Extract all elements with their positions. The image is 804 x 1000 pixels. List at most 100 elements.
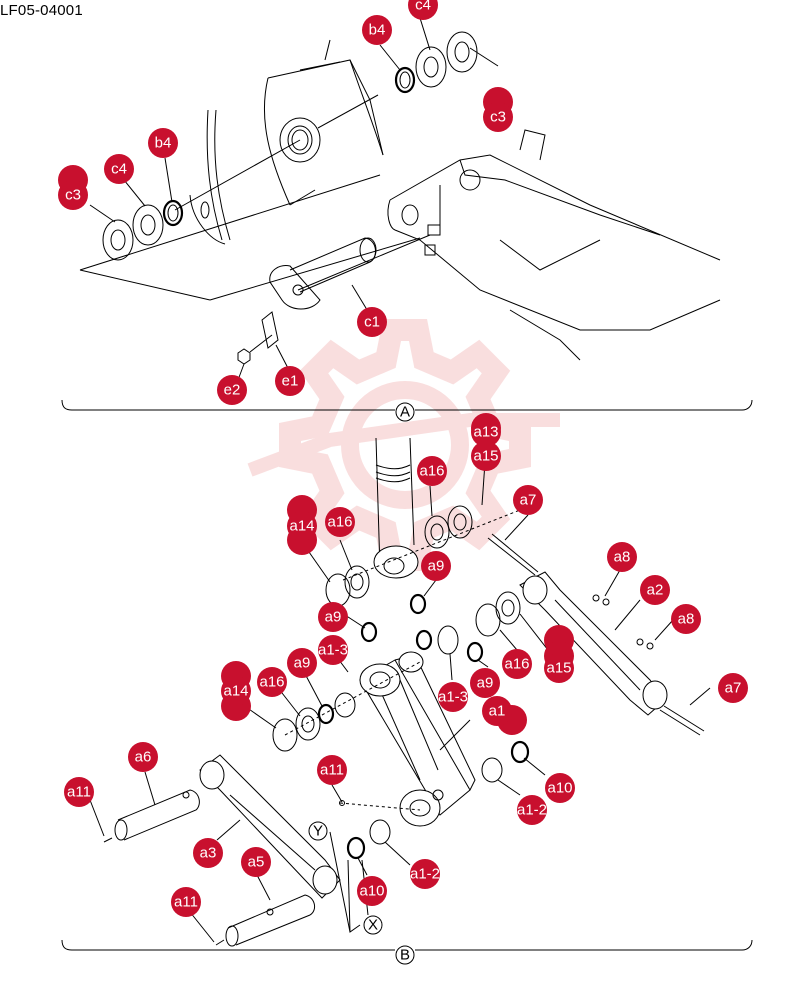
callout-b4-top[interactable]: b4 [362,15,392,45]
svg-text:B: B [400,947,410,964]
callout-bubble [438,682,468,712]
view-label-a: A [395,402,415,422]
callout-a16-right[interactable]: a16 [502,649,532,679]
callout-bubble [517,795,547,825]
callout-a9-right[interactable]: a9 [470,668,500,698]
callout-label: a2 [647,582,664,599]
callout-label: c4 [111,161,127,178]
view-a-drawing [61,17,753,411]
callout-label: a5 [248,854,265,871]
callout-a9-left[interactable]: a9 [287,648,317,678]
callout-label: c4 [415,0,431,14]
callout-a15-right[interactable]: a15 [544,653,574,683]
callout-e2[interactable]: e2 [217,375,247,405]
callout-label: a16 [259,674,284,691]
callout-bubble [217,375,247,405]
callout-bubble [408,0,438,20]
svg-text:Y: Y [313,823,323,840]
callout-label: a10 [359,883,384,900]
callout-bubble [104,154,134,184]
callout-c1[interactable]: c1 [357,307,387,337]
callout-bubble [318,635,348,665]
callout-bubble [287,648,317,678]
view-b-drawing [61,437,753,951]
callout-label: a9 [294,655,311,672]
callout-bubble [221,676,251,706]
callout-bubble [483,102,513,132]
callout-label: c3 [65,187,81,204]
callout-a11-left[interactable]: a11 [64,777,94,807]
callout-b4-left[interactable]: b4 [148,128,178,158]
callout-label: a14 [289,518,314,535]
callout-label: a16 [327,514,352,531]
callout-a1-3-mid[interactable]: a1-3 [318,635,348,665]
callout-label: e1 [282,373,299,390]
callout-a8-lower[interactable]: a8 [671,604,701,634]
callout-a13[interactable]: a13 [471,417,501,447]
callout-bubble [257,667,287,697]
callout-a16-left[interactable]: a16 [257,667,287,697]
callout-a5[interactable]: a5 [241,847,271,877]
callout-label: a1 [489,703,506,720]
callout-label: a15 [546,660,571,677]
callout-bubble [470,668,500,698]
callout-label: b4 [155,135,172,152]
callout-a6[interactable]: a6 [128,742,158,772]
callout-label: a3 [200,845,217,862]
callout-c4-top[interactable]: c4 [408,0,438,20]
callout-bubble [410,859,440,889]
callout-bubble [241,847,271,877]
callout-bubble [325,507,355,537]
callout-bubble [513,485,543,515]
callout-label: b4 [369,22,386,39]
callout-bubble [317,755,347,785]
callout-label: c3 [490,109,506,126]
callout-c3-left[interactable]: c3 [58,180,88,210]
callout-label: a8 [614,549,631,566]
callout-bubble [471,441,501,471]
callout-a16-top[interactable]: a16 [417,456,447,486]
callout-a14-left[interactable]: a14 [221,676,251,706]
callout-a1-3-right[interactable]: a1-3 [438,682,468,712]
callout-a9-upper[interactable]: a9 [421,551,451,581]
callout-a10-right[interactable]: a10 [545,773,575,803]
callout-a14-top[interactable]: a14 [287,511,317,541]
callout-label: a10 [547,780,572,797]
callout-a1-2-right[interactable]: a1-2 [517,795,547,825]
callout-label: a1-2 [410,866,440,883]
callout-a11-mid[interactable]: a11 [317,755,347,785]
callout-bubble [417,456,447,486]
callout-bubble [502,649,532,679]
callout-bubble [64,777,94,807]
callout-label: a9 [428,558,445,575]
svg-text:A: A [400,404,410,421]
callout-a15-top[interactable]: a15 [471,441,501,471]
callout-bubble [362,15,392,45]
callout-c4-left[interactable]: c4 [104,154,134,184]
callout-bubble [357,307,387,337]
callout-bubble [607,542,637,572]
callout-a1[interactable]: a1 [482,696,512,726]
callout-a3[interactable]: a3 [193,838,223,868]
callout-e1[interactable]: e1 [275,366,305,396]
callout-label: c1 [364,314,380,331]
callout-a11-bottom[interactable]: a11 [171,887,201,917]
callout-a7-top[interactable]: a7 [513,485,543,515]
callout-c3-top[interactable]: c3 [483,102,513,132]
callout-a8-upper[interactable]: a8 [607,542,637,572]
callout-a9-mid[interactable]: a9 [318,602,348,632]
callout-bubble [718,673,748,703]
callout-label: e2 [224,382,241,399]
callout-label: a6 [135,749,152,766]
callout-a1-2-left[interactable]: a1-2 [410,859,440,889]
callout-a7-right[interactable]: a7 [718,673,748,703]
callout-bubble [275,366,305,396]
callout-bubble [671,604,701,634]
callout-a16-mid[interactable]: a16 [325,507,355,537]
callout-a10-bottom[interactable]: a10 [357,876,387,906]
callout-bubble [545,773,575,803]
view-label-b: B [395,945,415,965]
callout-a2[interactable]: a2 [640,575,670,605]
